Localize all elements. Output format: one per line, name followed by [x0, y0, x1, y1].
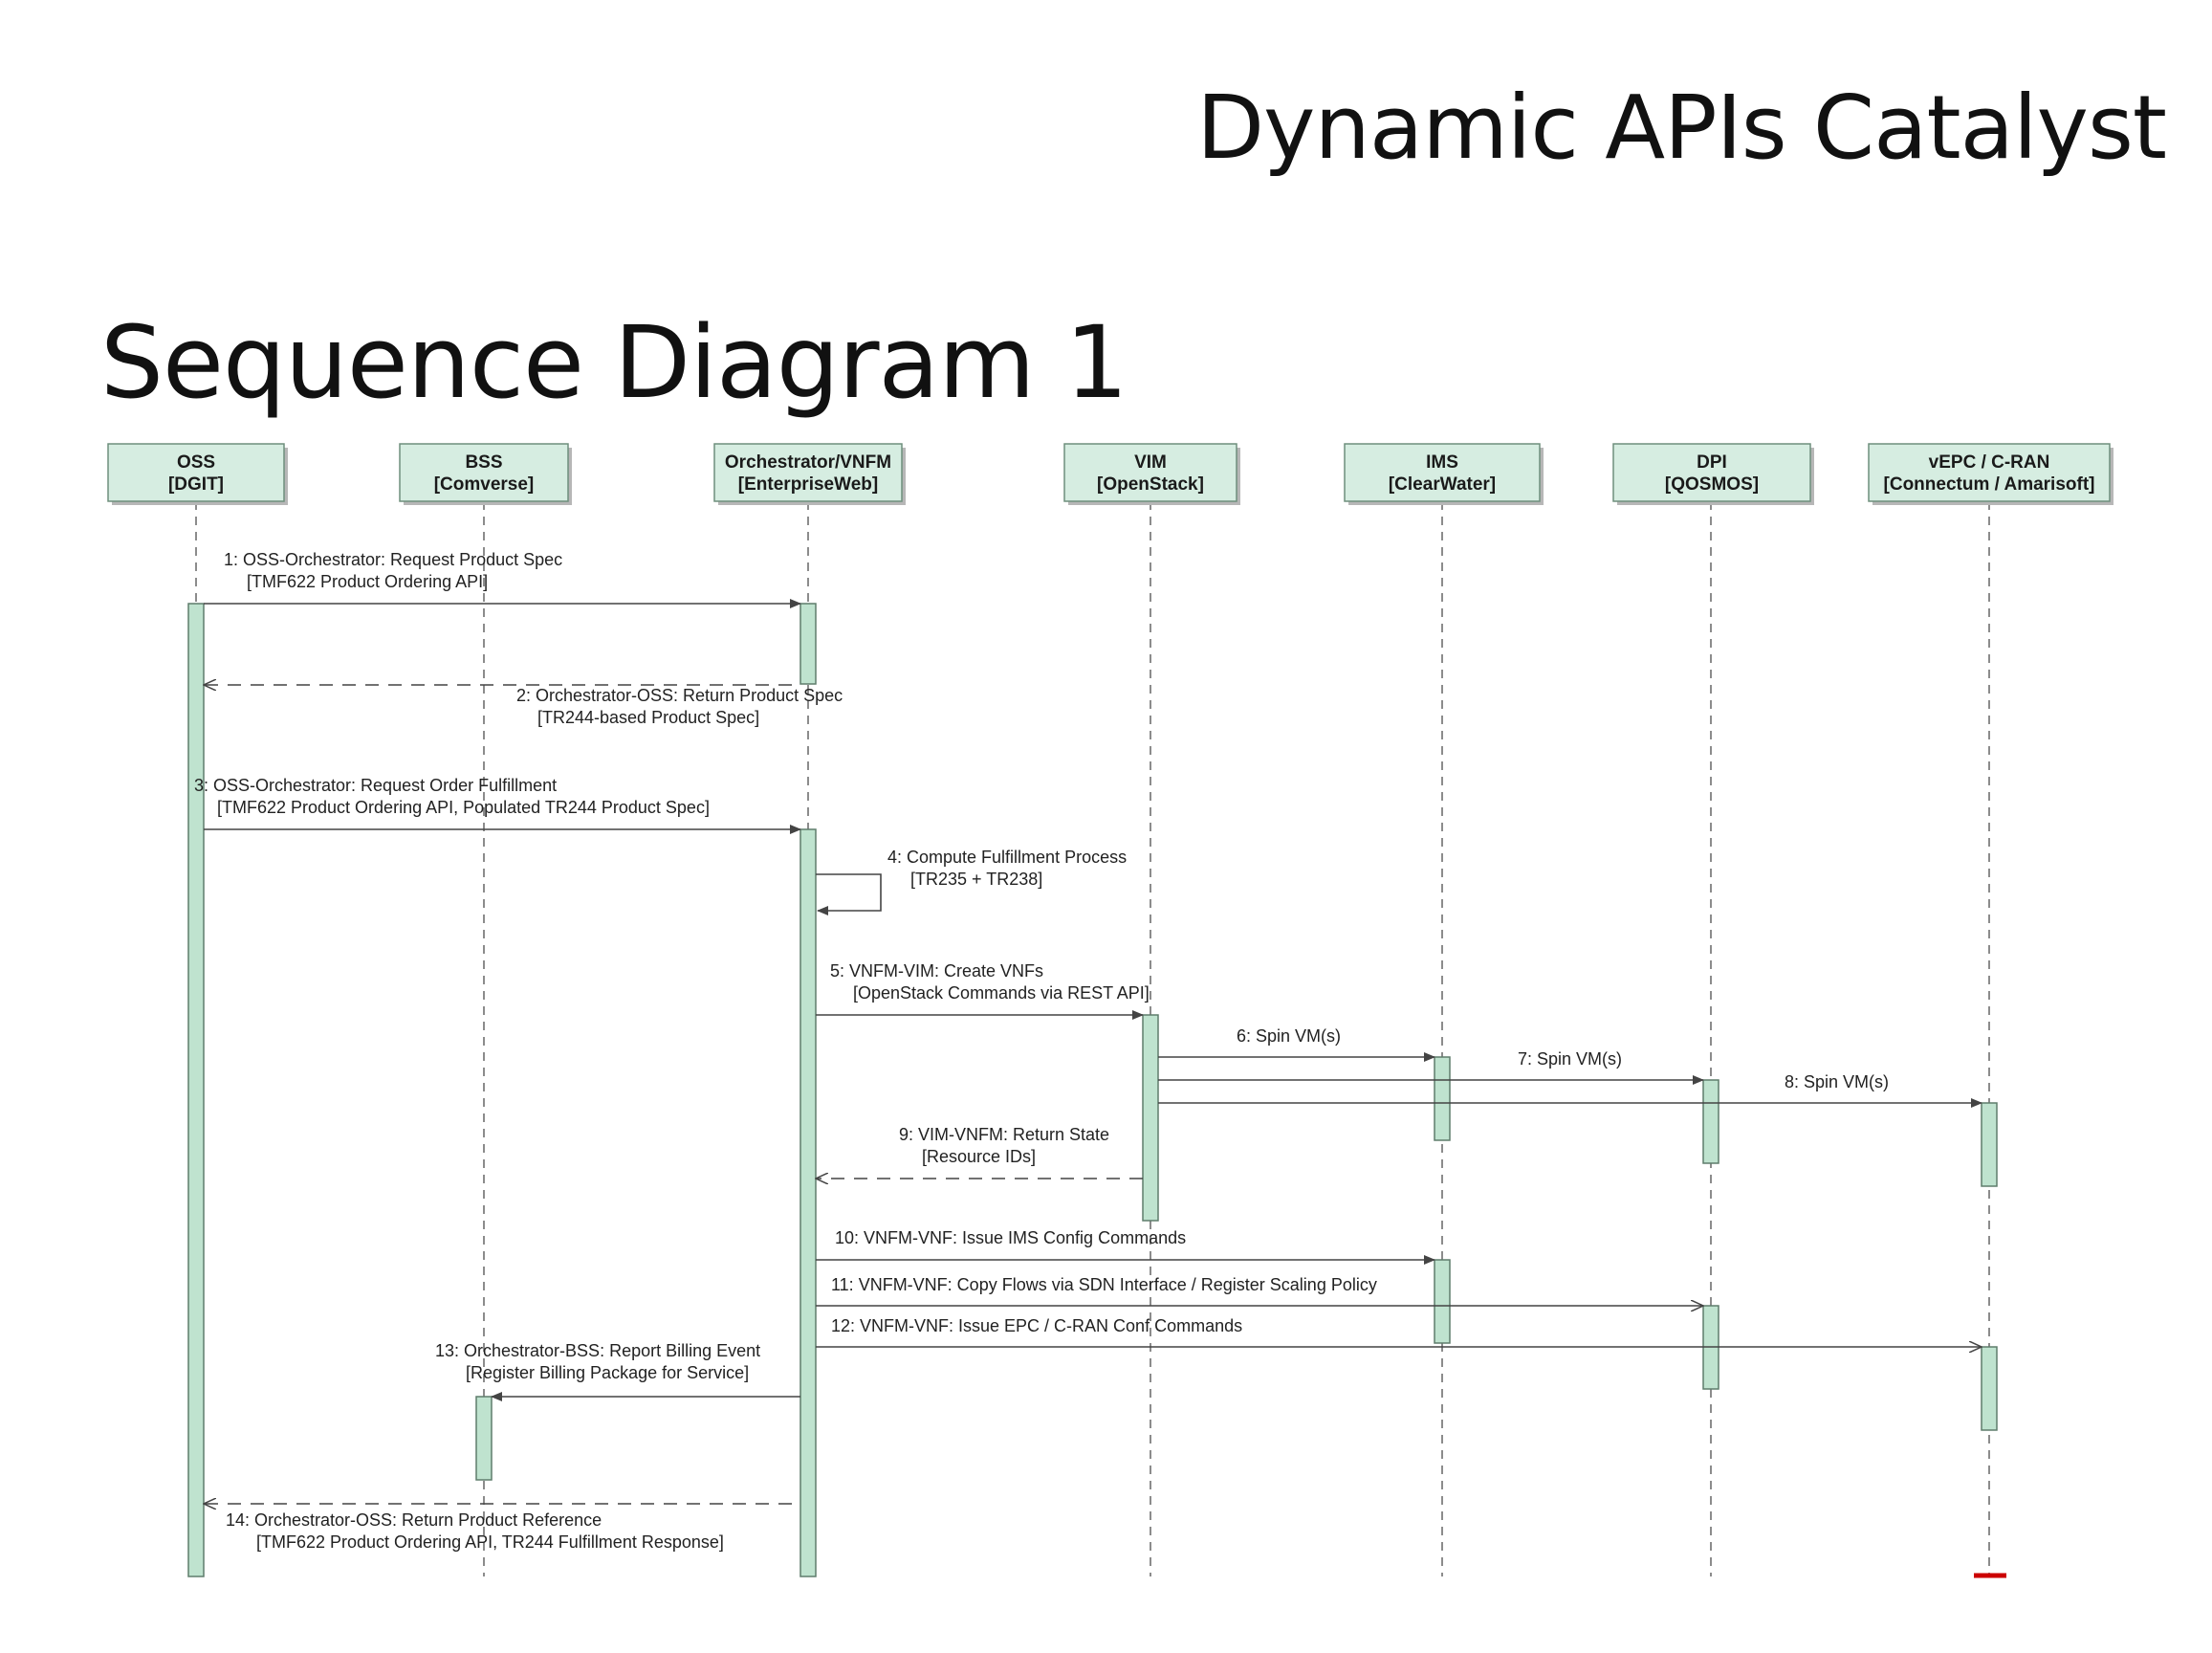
- message-3: 3: OSS-Orchestrator: Request Order Fulfi…: [194, 776, 801, 834]
- participant-system: [EnterpriseWeb]: [738, 474, 878, 495]
- participant-orch: Orchestrator/VNFM[EnterpriseWeb]: [713, 443, 906, 505]
- message-sublabel: [TMF622 Product Ordering API]: [247, 572, 488, 591]
- message-label: 14: Orchestrator-OSS: Return Product Ref…: [226, 1510, 602, 1530]
- participant-name: vEPC / C-RAN: [1929, 452, 2050, 473]
- participant-name: BSS: [465, 452, 502, 473]
- message-label: 12: VNFM-VNF: Issue EPC / C-RAN Conf Com…: [831, 1316, 1242, 1335]
- participant-system: [Connectum / Amarisoft]: [1884, 474, 2095, 495]
- message-5: 5: VNFM-VIM: Create VNFs[OpenStack Comma…: [816, 961, 1150, 1020]
- participant-name: Orchestrator/VNFM: [725, 452, 891, 473]
- message-6: 6: Spin VM(s): [1158, 1026, 1435, 1062]
- participant-system: [ClearWater]: [1389, 474, 1496, 495]
- activation-bar-dpi: [1702, 1079, 1719, 1164]
- activation-bar-orch: [799, 603, 817, 685]
- activation-bar-bss: [475, 1396, 493, 1481]
- message-sublabel: [OpenStack Commands via REST API]: [853, 983, 1150, 1003]
- participant-dpi: DPI[QOSMOS]: [1612, 443, 1814, 505]
- message-13: 13: Orchestrator-BSS: Report Billing Eve…: [435, 1341, 800, 1401]
- message-7: 7: Spin VM(s): [1158, 1049, 1704, 1085]
- message-label: 5: VNFM-VIM: Create VNFs: [830, 961, 1043, 981]
- message-sublabel: [Register Billing Package for Service]: [466, 1363, 749, 1382]
- message-2: 2: Orchestrator-OSS: Return Product Spec…: [204, 685, 843, 727]
- participant-name: DPI: [1697, 452, 1727, 473]
- activation-bar-vepc: [1981, 1346, 1998, 1431]
- message-sublabel: [TR235 + TR238]: [910, 870, 1042, 889]
- activation-bar-vim: [1142, 1014, 1159, 1222]
- participant-bss: BSS[Comverse]: [399, 443, 572, 505]
- activation-bar-oss: [187, 603, 205, 1577]
- message-label: 2: Orchestrator-OSS: Return Product Spec: [516, 686, 843, 705]
- self-call-arrow: [816, 873, 882, 915]
- message-8: 8: Spin VM(s): [1158, 1072, 1982, 1108]
- message-sublabel: [Resource IDs]: [922, 1147, 1036, 1166]
- participant-oss: OSS[DGIT]: [107, 443, 288, 505]
- participant-name: VIM: [1134, 452, 1167, 473]
- message-label: 8: Spin VM(s): [1785, 1072, 1889, 1091]
- message-14: 14: Orchestrator-OSS: Return Product Ref…: [204, 1504, 792, 1552]
- message-11: 11: VNFM-VNF: Copy Flows via SDN Interfa…: [816, 1275, 1703, 1306]
- message-1: 1: OSS-Orchestrator: Request Product Spe…: [204, 550, 801, 608]
- participant-system: [Comverse]: [434, 474, 535, 495]
- participant-name: IMS: [1426, 452, 1458, 473]
- message-label: 10: VNFM-VNF: Issue IMS Config Commands: [835, 1228, 1186, 1247]
- message-label: 4: Compute Fulfillment Process: [887, 848, 1127, 867]
- activation-bar-orch: [799, 828, 817, 1577]
- slide-title: Sequence Diagram 1: [100, 304, 1128, 421]
- activation-bar-ims: [1434, 1056, 1451, 1141]
- message-sublabel: [TMF622 Product Ordering API, Populated …: [217, 798, 710, 817]
- message-12: 12: VNFM-VNF: Issue EPC / C-RAN Conf Com…: [816, 1316, 1982, 1347]
- message-label: 1: OSS-Orchestrator: Request Product Spe…: [224, 550, 562, 569]
- activation-bar-ims: [1434, 1259, 1451, 1344]
- message-9: 9: VIM-VNFM: Return State [Resource IDs]: [816, 1125, 1143, 1179]
- message-4: 4: Compute Fulfillment Process [TR235 + T…: [816, 848, 1127, 915]
- participant-name: OSS: [177, 452, 215, 473]
- message-label: 13: Orchestrator-BSS: Report Billing Eve…: [435, 1341, 760, 1360]
- message-label: 11: VNFM-VNF: Copy Flows via SDN Interfa…: [831, 1275, 1377, 1294]
- message-sublabel: [TMF622 Product Ordering API, TR244 Fulf…: [256, 1532, 724, 1552]
- participant-ims: IMS[ClearWater]: [1344, 443, 1544, 505]
- participant-system: [QOSMOS]: [1665, 474, 1759, 495]
- activation-bar-vepc: [1981, 1102, 1998, 1187]
- message-10: 10: VNFM-VNF: Issue IMS Config Commands: [816, 1228, 1435, 1265]
- message-label: 3: OSS-Orchestrator: Request Order Fulfi…: [194, 776, 557, 795]
- message-label: 7: Spin VM(s): [1518, 1049, 1622, 1069]
- participant-system: [DGIT]: [168, 474, 224, 495]
- deck-title: Dynamic APIs Catalyst: [1196, 77, 2167, 179]
- participant-vim: VIM[OpenStack]: [1063, 443, 1240, 505]
- message-label: 6: Spin VM(s): [1237, 1026, 1341, 1046]
- participant-system: [OpenStack]: [1097, 474, 1204, 495]
- message-label: 9: VIM-VNFM: Return State: [899, 1125, 1109, 1144]
- message-sublabel: [TR244-based Product Spec]: [537, 708, 759, 727]
- participant-vepc: vEPC / C-RAN[Connectum / Amarisoft]: [1868, 443, 2113, 505]
